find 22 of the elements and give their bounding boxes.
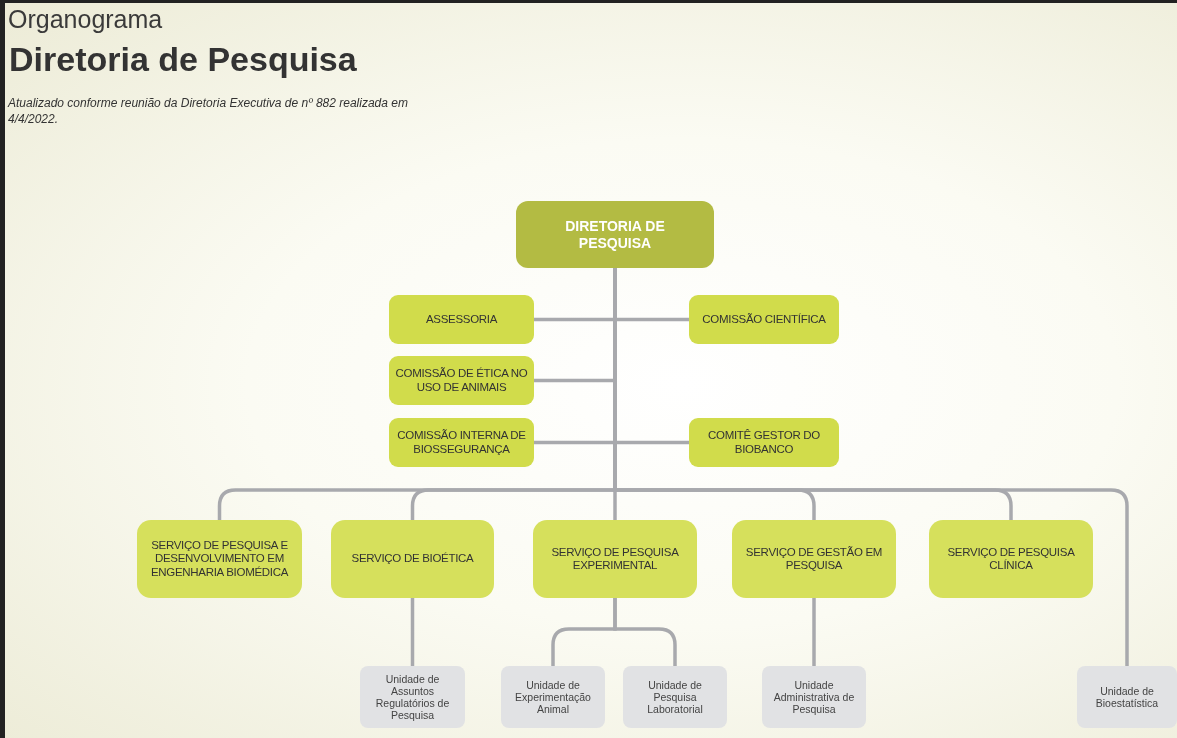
director-box: DIRETORIA DE PESQUISA (516, 201, 714, 268)
unit-box: Unidade de Bioestatística (1077, 666, 1177, 728)
heading-text: Organograma (8, 5, 163, 34)
committee-box: COMISSÃO INTERNA DE BIOSSEGURANÇA (389, 418, 534, 467)
unit-box: Unidade de Pesquisa Laboratorial (623, 666, 727, 728)
service-box: SERVIÇO DE GESTÃO EM PESQUISA (732, 520, 896, 598)
unit-box: Unidade Administrativa de Pesquisa (762, 666, 866, 728)
unit-box: Unidade de Experimentação Animal (501, 666, 605, 728)
unit-box: Unidade de Assuntos Regulatórios de Pesquisa (360, 666, 465, 728)
committee-box: ASSESSORIA (389, 295, 534, 344)
connector-line (613, 598, 677, 666)
caption: Atualizado conforme reunião da Diretoria Executiva de nº 882 realizada em 4/4/2022. (8, 96, 409, 128)
committee-box: COMISSÃO DE ÉTICA NO USO DE ANIMAIS (389, 356, 534, 405)
service-box: SERVIÇO DE PESQUISA CLÍNICA (929, 520, 1093, 598)
title: Diretoria de Pesquisa (9, 40, 357, 79)
committee-box: COMITÊ GESTOR DO BIOBANCO (689, 418, 839, 467)
service-box: SERVIÇO DE PESQUISA EXPERIMENTAL (533, 520, 697, 598)
committee-box: COMISSÃO CIENTÍFICA (689, 295, 839, 344)
connector-line (410, 598, 415, 666)
service-box: SERVIÇO DE BIOÉTICA (331, 520, 494, 598)
connector-line (812, 598, 816, 666)
service-box: SERVIÇO DE PESQUISA E DESENVOLVIMENTO EM ENGENHARIA BIOMÉDICA (137, 520, 302, 598)
